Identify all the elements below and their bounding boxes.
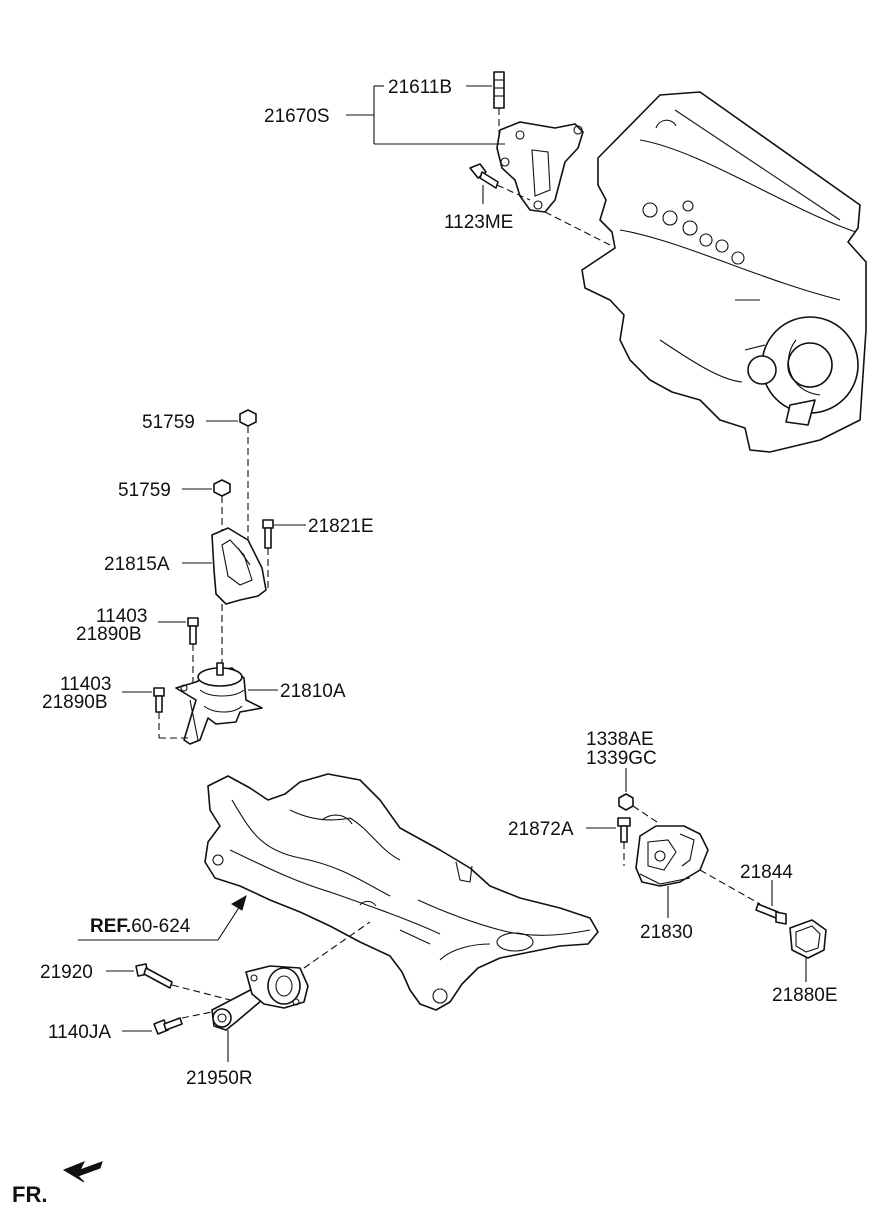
label-21950R: 21950R xyxy=(186,1068,253,1089)
front-label: FR. xyxy=(12,1182,47,1207)
label-1339GC: 1339GC xyxy=(586,748,657,769)
nut-51759-lower xyxy=(213,479,231,497)
label-21890B-lower: 21890B xyxy=(42,692,108,713)
engine-block xyxy=(581,91,867,453)
label-21880E: 21880E xyxy=(772,985,838,1006)
nut-1338AE xyxy=(618,793,634,811)
rod-21950R xyxy=(211,965,309,1031)
bolt-21821E xyxy=(262,519,274,549)
label-51759-lower: 51759 xyxy=(118,480,171,501)
label-21844: 21844 xyxy=(740,862,793,883)
bolt-21890B-lower xyxy=(153,687,165,713)
bolt-21872A xyxy=(617,817,631,843)
bracket-21670S xyxy=(496,121,584,213)
label-21890B-upper: 21890B xyxy=(76,624,142,645)
label-11403-lower: 11403 xyxy=(60,674,111,695)
nut-51759-upper xyxy=(239,409,257,427)
label-1338AE: 1338AE xyxy=(586,729,654,750)
ref-label-number: 60-624 xyxy=(131,916,191,937)
ref-label: REF.60-624 xyxy=(90,916,191,937)
bolt-21920 xyxy=(135,963,173,989)
stud-21611B xyxy=(493,71,505,109)
mount-21830 xyxy=(635,825,709,887)
label-21872A: 21872A xyxy=(508,819,574,840)
bolt-21844 xyxy=(755,903,787,925)
mount-21810A xyxy=(175,662,263,745)
front-direction-arrow-icon xyxy=(62,1161,103,1183)
label-21815A: 21815A xyxy=(104,554,170,575)
label-21920: 21920 xyxy=(40,962,93,983)
bracket-21815A xyxy=(211,527,267,605)
bolt-1123ME xyxy=(469,163,499,189)
label-21670S: 21670S xyxy=(264,106,330,127)
bolt-21890B-upper xyxy=(187,617,199,645)
label-11403-upper: 11403 xyxy=(96,606,147,627)
label-21810A: 21810A xyxy=(280,681,346,702)
cover-21880E xyxy=(789,919,827,959)
leader-21670S xyxy=(346,85,505,204)
label-21830: 21830 xyxy=(640,922,693,943)
label-51759-upper: 51759 xyxy=(142,412,195,433)
ref-label-prefix: REF. xyxy=(90,916,131,937)
ref-60-624 xyxy=(78,894,247,941)
label-21821E: 21821E xyxy=(308,516,374,537)
label-21611B: 21611B xyxy=(388,77,452,98)
label-1123ME: 1123ME xyxy=(444,212,513,233)
label-1140JA: 1140JA xyxy=(48,1022,111,1043)
subframe xyxy=(204,773,599,1011)
bolt-1140JA xyxy=(153,1017,183,1035)
